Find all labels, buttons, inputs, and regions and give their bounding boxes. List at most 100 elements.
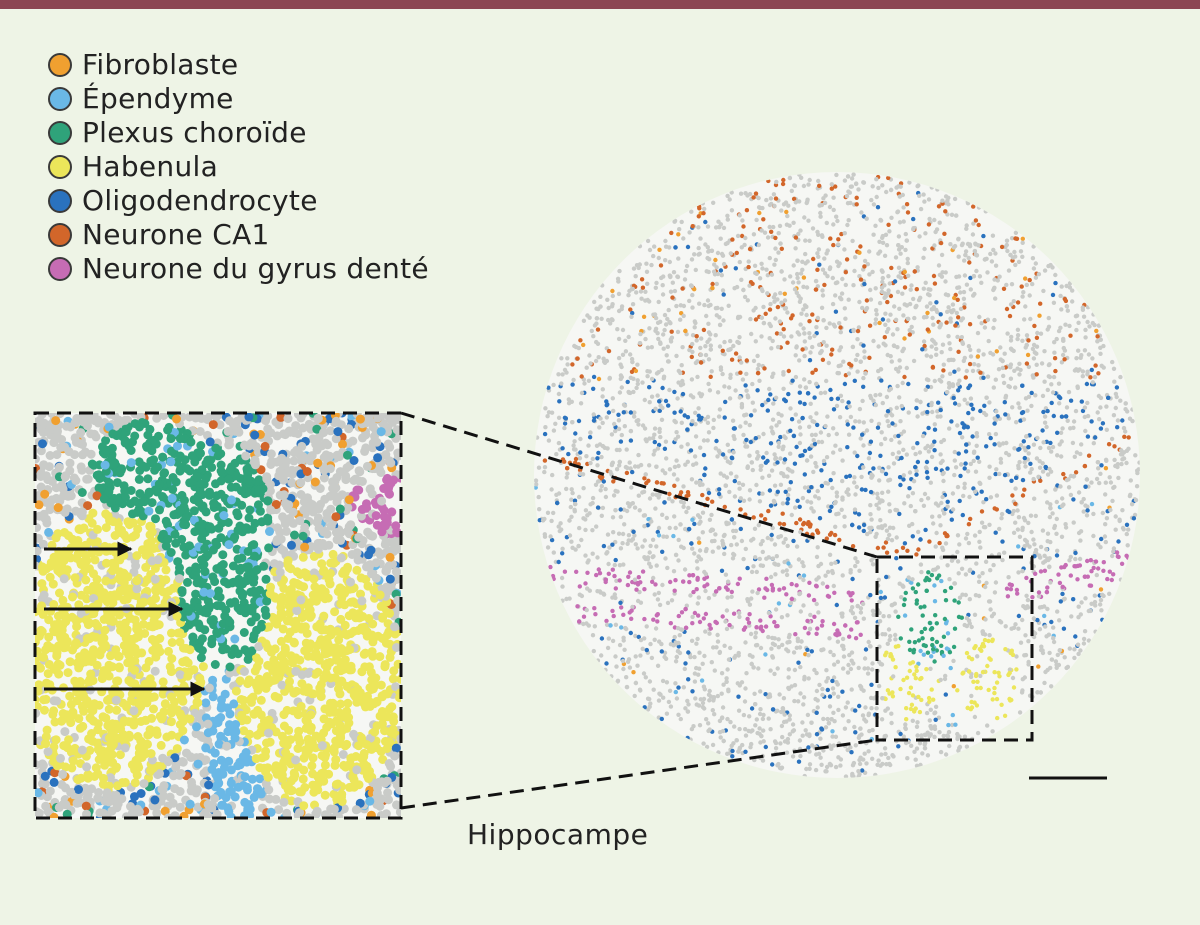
cell-dot [739, 277, 744, 282]
cell-dot [960, 341, 966, 346]
cell-dot [598, 416, 603, 421]
cell-dot [604, 551, 609, 556]
cell-dot [550, 472, 555, 478]
cell-dot [793, 412, 798, 417]
cell-dot [918, 206, 924, 212]
cell-dot [624, 684, 630, 690]
cell-dot [658, 341, 663, 346]
cell-dot [888, 187, 894, 193]
cell-dot [726, 689, 731, 694]
cell-dot [931, 306, 936, 311]
cell-dot [991, 287, 996, 293]
cell-dot [612, 573, 617, 579]
cell-dot [1024, 282, 1030, 288]
cell-dot [686, 650, 691, 655]
cell-dot [743, 733, 749, 738]
cell-dot [862, 349, 867, 354]
cell-dot [922, 246, 927, 252]
cell-dot [1065, 308, 1071, 313]
cell-dot [1052, 356, 1058, 361]
cell-dot [829, 561, 834, 566]
cell-dot [909, 702, 915, 707]
cell-dot [1100, 510, 1106, 516]
cell-dot [1082, 405, 1088, 410]
cell-dot [845, 747, 850, 753]
cell-dot [560, 446, 565, 451]
cell-dot [705, 496, 710, 501]
cell-dot [1045, 606, 1050, 612]
cell-dot [1038, 569, 1044, 574]
cell-dot [809, 506, 814, 511]
cell-dot [761, 728, 766, 733]
cell-dot [858, 610, 864, 615]
cell-dot [753, 317, 759, 322]
cell-dot [620, 327, 626, 333]
cell-dot [972, 291, 977, 297]
cell-dot [1005, 331, 1010, 336]
cell-dot [914, 724, 920, 729]
cell-dot [659, 367, 664, 373]
cell-dot [707, 388, 713, 393]
cell-dot [739, 680, 745, 685]
cell-dot [878, 453, 883, 458]
cell-dot [924, 588, 929, 593]
cell-dot [542, 469, 547, 475]
cell-dot [827, 321, 832, 326]
cell-dot [706, 595, 712, 601]
cell-dot [850, 344, 856, 350]
cell-dot [771, 401, 776, 406]
cell-dot [645, 374, 650, 379]
cell-dot [898, 482, 903, 488]
cell-dot [910, 577, 915, 582]
cell-dot [934, 639, 940, 645]
cell-dot [1020, 477, 1026, 483]
cell-dot [549, 518, 554, 524]
cell-dot [1095, 460, 1101, 465]
cell-dot [880, 233, 885, 239]
cell-dot [897, 395, 902, 400]
cell-dot [897, 365, 903, 370]
cell-dot [671, 569, 677, 574]
cell-dot [849, 363, 854, 368]
cell-dot [878, 661, 883, 667]
cell-dot [773, 455, 778, 461]
cell-dot [1039, 361, 1045, 366]
cell-dot [824, 220, 829, 226]
cell-dot [968, 461, 973, 467]
cell-dot [939, 252, 945, 258]
top-accent-bar [0, 0, 1200, 9]
cell-dot [825, 716, 830, 722]
cell-dot [722, 532, 727, 538]
cell-dot [882, 734, 887, 739]
cell-dot [962, 397, 967, 402]
cell-dot [1049, 684, 1054, 689]
cell-dot [962, 481, 967, 486]
cell-dot [831, 675, 837, 680]
cell-dot [542, 458, 548, 463]
cell-dot [987, 522, 992, 527]
cell-dot [694, 338, 699, 343]
cell-dot [907, 180, 912, 185]
cell-dot [957, 498, 962, 504]
cell-dot [855, 328, 861, 334]
cell-dot [863, 487, 868, 493]
cell-dot [1058, 484, 1063, 489]
cell-dot [613, 539, 618, 545]
cell-dot [755, 388, 760, 393]
cell-dot [1050, 390, 1056, 395]
cell-dot [967, 568, 972, 573]
cell-dot [640, 569, 646, 574]
cell-dot [772, 483, 778, 488]
cell-dot [801, 307, 806, 312]
cell-dot [670, 499, 675, 504]
cell-dot [929, 654, 934, 659]
cell-dot [880, 632, 885, 637]
cell-dot [567, 533, 573, 538]
cell-dot [743, 383, 748, 388]
cell-dot [931, 339, 936, 344]
cell-dot [934, 621, 939, 626]
cell-dot [1085, 413, 1091, 419]
cell-dot [801, 520, 807, 526]
cell-dot [675, 626, 681, 631]
cell-dot [956, 388, 961, 393]
